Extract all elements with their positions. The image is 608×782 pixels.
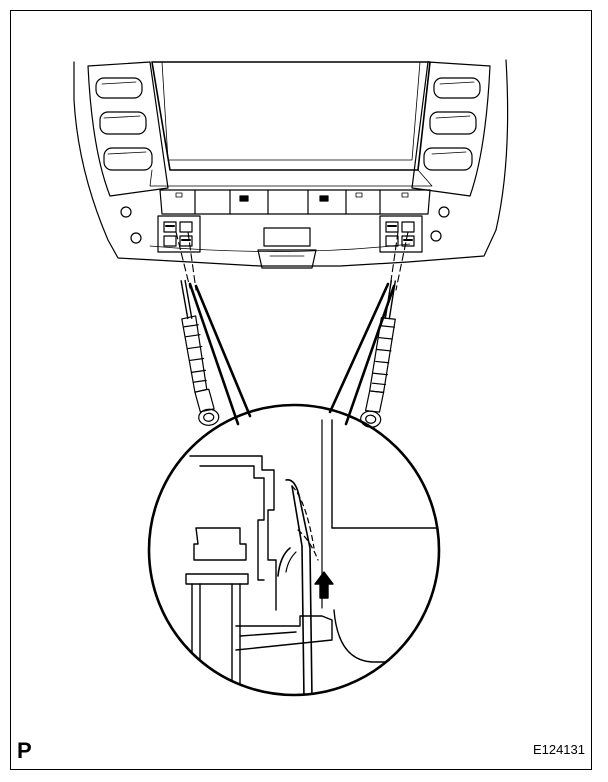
knob-left-lower	[130, 232, 142, 244]
button-row	[159, 189, 431, 215]
left-vent	[87, 61, 169, 197]
center-cluster-panel	[73, 59, 509, 269]
figure-border	[10, 10, 592, 770]
left-clip	[157, 215, 201, 253]
center-switch	[257, 227, 317, 269]
up-arrow-icon	[314, 571, 334, 599]
knob-left-upper	[120, 206, 132, 218]
display-screen	[149, 61, 433, 187]
knob-right-lower	[430, 230, 442, 242]
right-vent	[411, 61, 491, 197]
knob-right-upper	[438, 206, 450, 218]
callout-leaders	[188, 282, 396, 426]
detail-view	[147, 403, 441, 697]
screwdriver-icon	[180, 279, 220, 426]
panel-letter: P	[17, 738, 32, 763]
figure-id: E124131	[532, 742, 585, 757]
guide-lines	[175, 231, 409, 291]
